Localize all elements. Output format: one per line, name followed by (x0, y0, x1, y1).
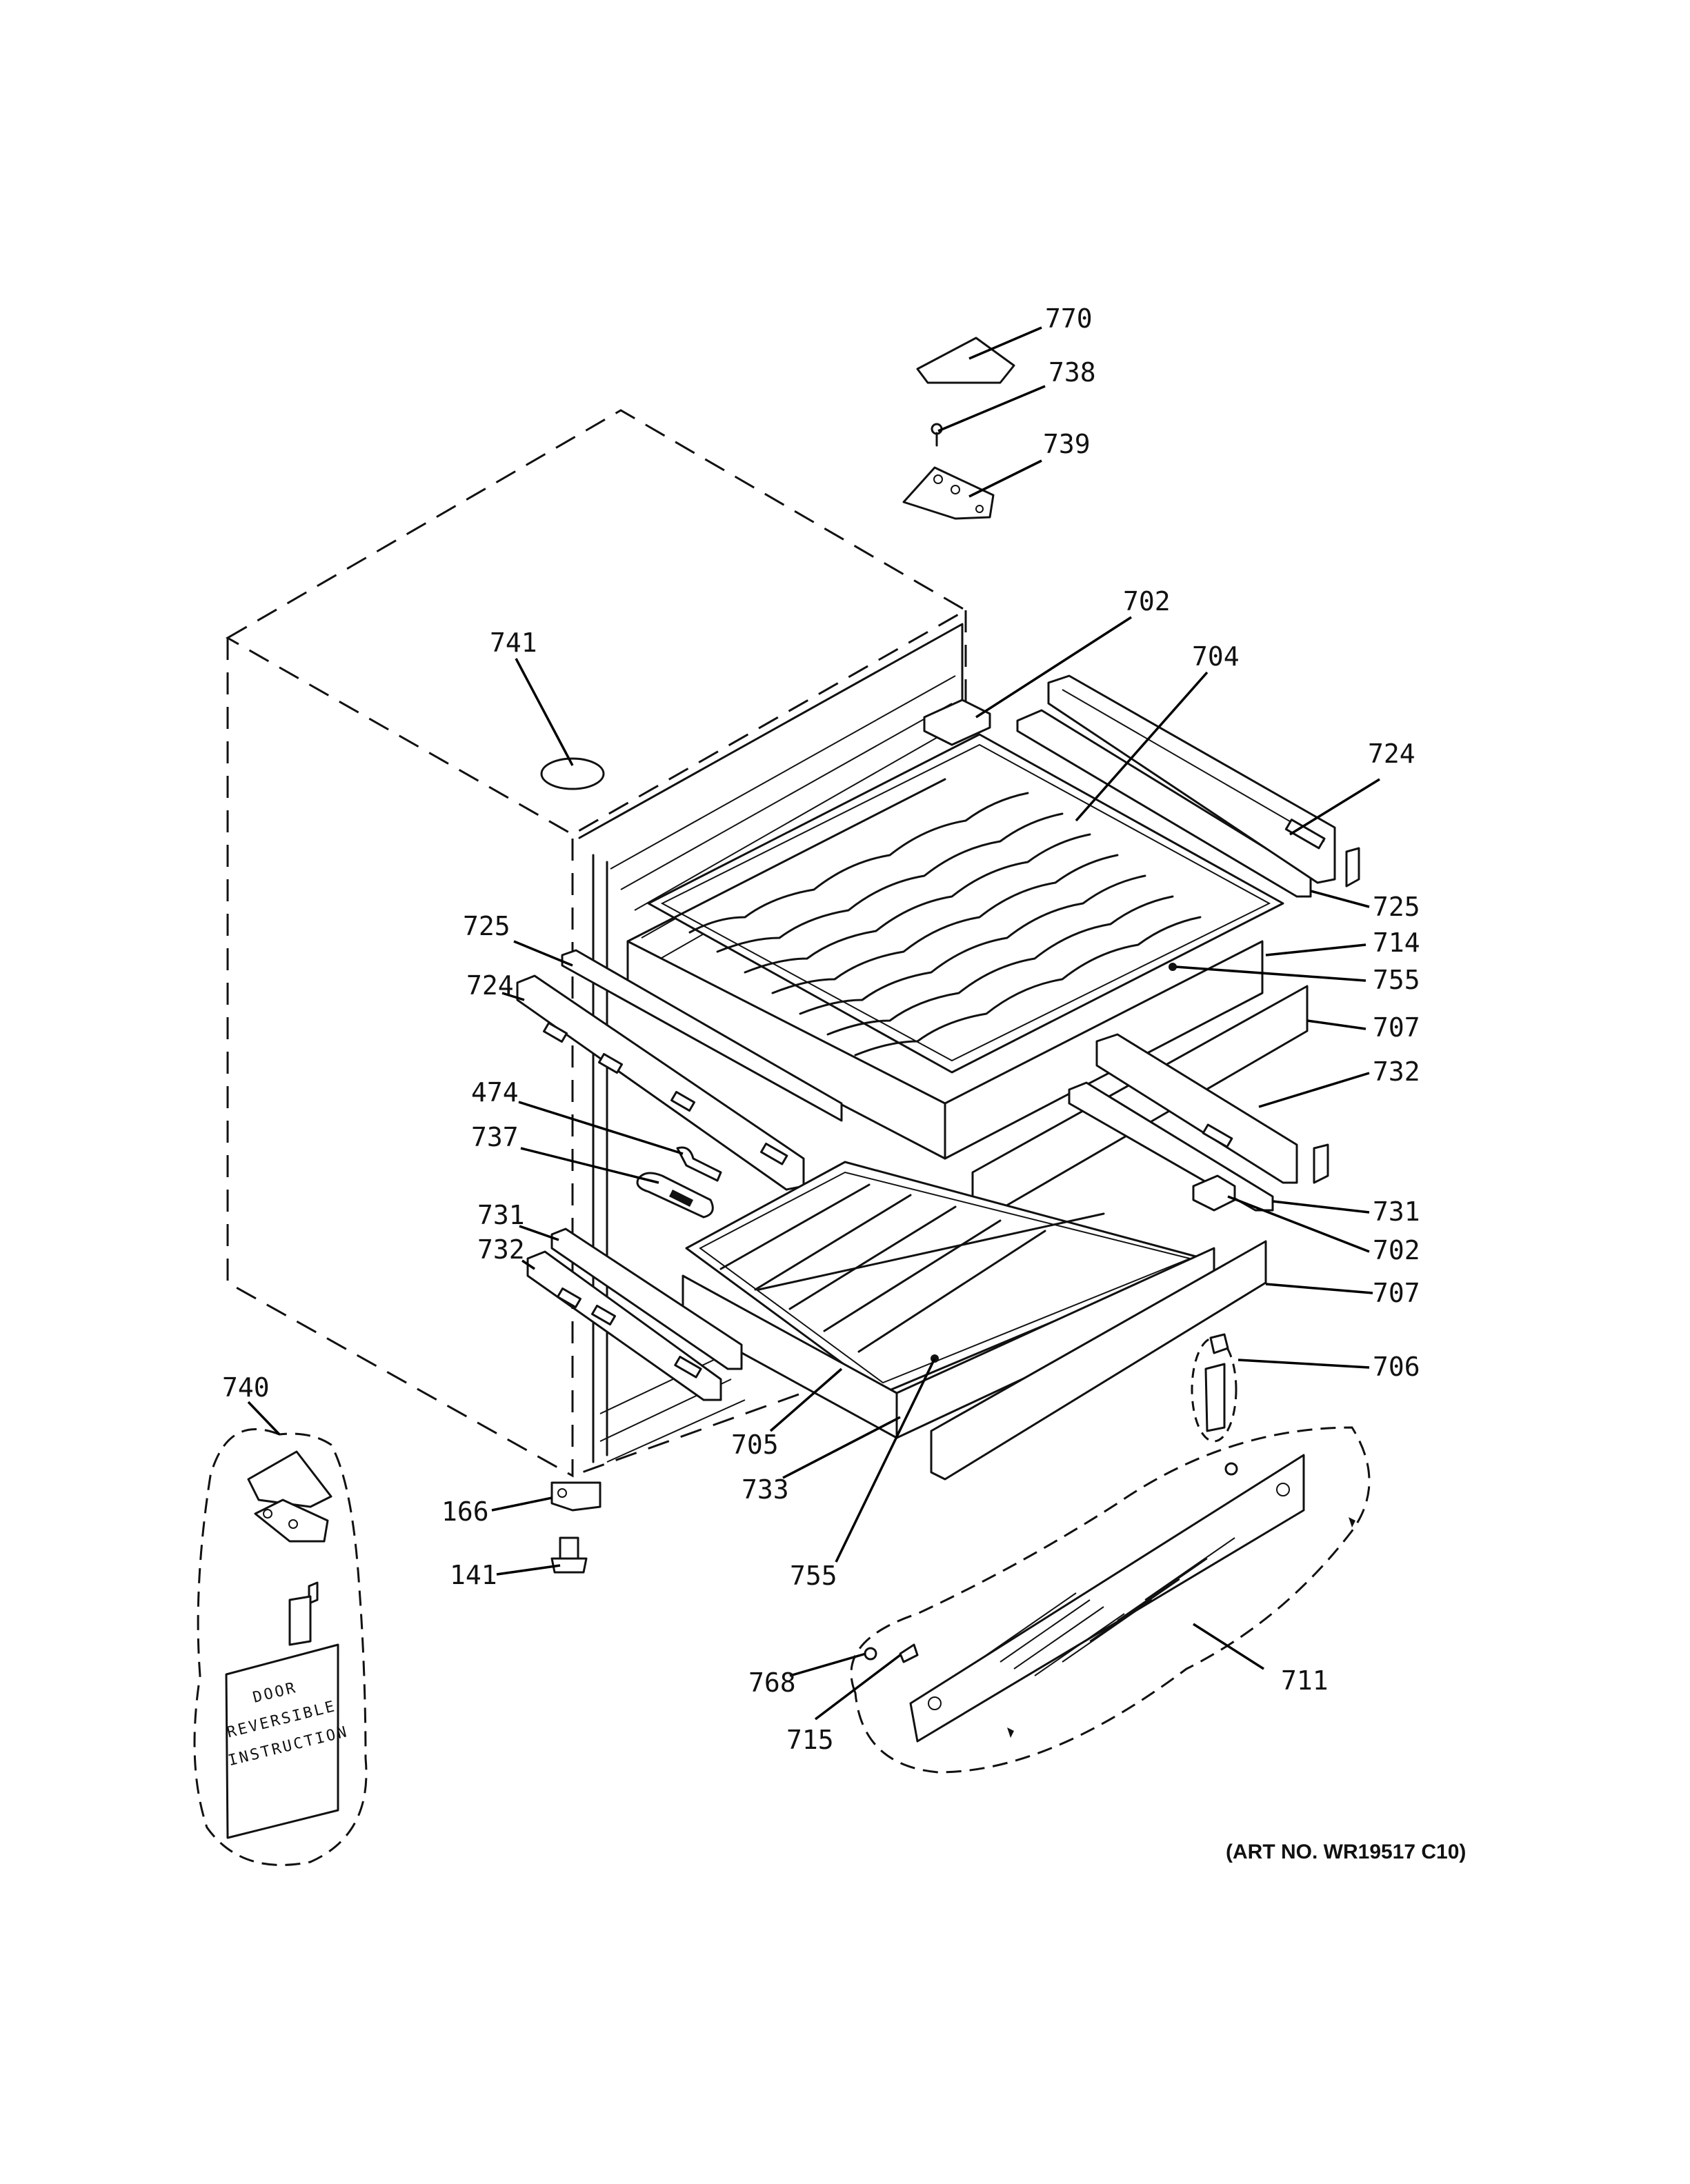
spacer-702-top (923, 699, 991, 746)
leg-141 (550, 1536, 588, 1574)
callout-702-top: 702 (1123, 586, 1171, 617)
hinge-plate-739 (902, 466, 995, 520)
callout-739: 739 (1043, 429, 1091, 459)
rail-left-upper-725-724 (516, 949, 843, 1191)
wine-rack-704 (647, 733, 1284, 1074)
callout-733: 733 (742, 1474, 789, 1505)
callout-731-right: 731 (1373, 1196, 1420, 1227)
kickplate-711 (850, 1426, 1371, 1774)
callout-labels: 770 738 739 702 704 741 724 725 725 714 … (222, 303, 1420, 1755)
callout-705: 705 (731, 1430, 779, 1460)
callout-755-lower: 755 (790, 1561, 837, 1591)
callout-732-right: 732 (1373, 1056, 1420, 1087)
part-474 (676, 1146, 722, 1182)
callout-706: 706 (1373, 1352, 1420, 1382)
plug-741 (540, 757, 605, 790)
callout-724-right: 724 (1368, 739, 1415, 769)
callout-725-left: 725 (463, 911, 510, 941)
hinge-706 (1191, 1333, 1237, 1443)
callout-166: 166 (441, 1496, 489, 1527)
rail-right-upper-725-724 (1016, 674, 1360, 898)
callout-740: 740 (222, 1372, 270, 1403)
callout-711: 711 (1281, 1665, 1329, 1696)
callout-704: 704 (1192, 641, 1240, 672)
callout-731-left: 731 (477, 1200, 525, 1230)
callout-707-lower: 707 (1373, 1278, 1420, 1308)
art-number: (ART NO. WR19517 C10) (1226, 1841, 1466, 1863)
part-737 (636, 1172, 714, 1219)
callout-755-upper: 755 (1373, 965, 1420, 995)
callout-741: 741 (490, 628, 537, 658)
callout-724-left: 724 (466, 970, 514, 1001)
door-reversal-kit-740 (193, 1428, 368, 1866)
callout-725-right: 725 (1373, 892, 1420, 922)
callout-738: 738 (1048, 357, 1096, 388)
leader-lines (247, 326, 1380, 1721)
bracket-166 (550, 1481, 602, 1512)
callout-707-upper: 707 (1373, 1012, 1420, 1043)
callout-715: 715 (786, 1725, 834, 1755)
door-front-707-lower (930, 1240, 1267, 1481)
callout-732-left: 732 (477, 1234, 525, 1265)
screw-738 (931, 423, 943, 447)
rail-left-lower-731-732 (526, 1228, 743, 1401)
callout-474: 474 (471, 1077, 519, 1108)
callout-770: 770 (1045, 303, 1093, 334)
callout-702-bottom: 702 (1373, 1235, 1420, 1265)
cabinet-outline (225, 409, 968, 1478)
callout-141: 141 (450, 1560, 497, 1590)
callout-768: 768 (748, 1667, 796, 1698)
callout-737: 737 (471, 1122, 519, 1152)
callout-714: 714 (1373, 928, 1420, 958)
